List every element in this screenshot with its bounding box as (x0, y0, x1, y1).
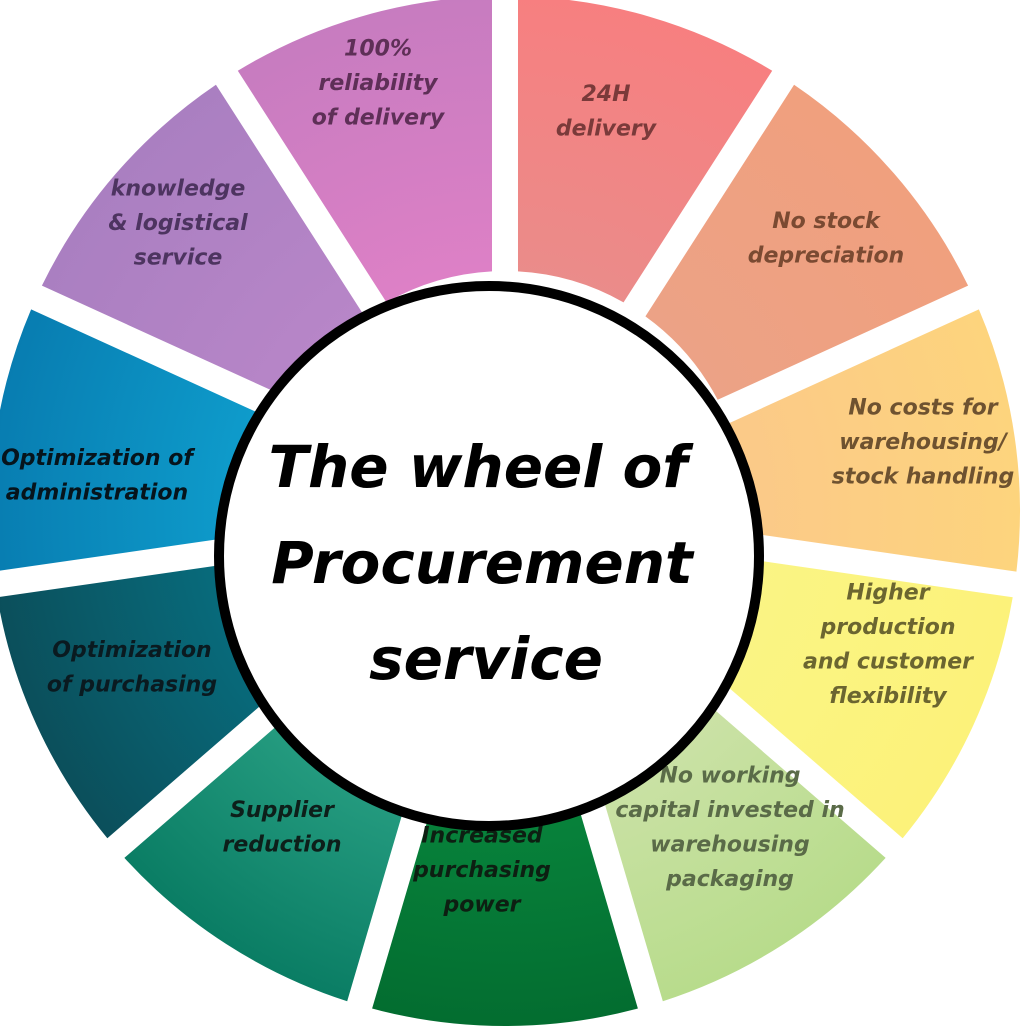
segment-label-no-costs-warehousing-line-2: warehousing/ (839, 430, 1008, 455)
segment-label-no-working-capital-line-3: warehousing (650, 832, 809, 857)
segment-label-supplier-reduction-line-2: reduction (222, 832, 341, 857)
segment-label-optimization-administration-line-2: administration (6, 480, 188, 505)
segment-label-optimization-purchasing-line-2: of purchasing (47, 672, 217, 697)
segment-label-reliability-delivery-line-2: reliability (319, 71, 440, 96)
segment-label-supplier-reduction-line-1: Supplier (230, 798, 335, 823)
segment-shape-reliability-delivery (237, 0, 493, 303)
segment-no-costs-warehousing: No costs for warehousing/stock handling (728, 309, 1021, 572)
segment-label-higher-production-flexibility-line-4: flexibility (829, 684, 948, 709)
segment-label-optimization-purchasing-line-1: Optimization (52, 638, 211, 663)
segment-label-knowledge-logistical-service-line-2: & logistical (108, 211, 248, 236)
segment-shape-24h-delivery (517, 0, 773, 303)
segment-label-reliability-delivery-line-3: of delivery (312, 106, 446, 131)
center-circle (214, 281, 764, 831)
segment-label-24h-delivery-line-1: 24H (581, 82, 630, 107)
segment-label-no-stock-depreciation-line-2: depreciation (748, 243, 904, 268)
segment-label-higher-production-flexibility-line-1: Higher (846, 580, 930, 605)
center-title-line-3: service (369, 625, 603, 693)
segment-label-24h-delivery-line-2: delivery (556, 116, 658, 141)
segment-label-optimization-administration-line-1: Optimization of (1, 446, 195, 471)
segment-optimization-administration: Optimization of administration (0, 309, 282, 571)
segment-shape-knowledge-logistical-service (41, 84, 365, 400)
segment-shape-no-costs-warehousing (728, 309, 1021, 572)
segment-label-no-costs-warehousing-line-3: stock handling (832, 465, 1014, 490)
segment-label-no-costs-warehousing-line-1: No costs for (848, 396, 998, 421)
segment-label-no-stock-depreciation-line-1: No stock (772, 209, 881, 234)
segment-label-reliability-delivery-line-1: 100% (344, 37, 412, 62)
segment-label-knowledge-logistical-service-line-1: knowledge (111, 177, 246, 202)
segment-shape-optimization-administration (0, 309, 282, 571)
segment-label-no-working-capital-line-4: packaging (665, 867, 794, 892)
segment-shape-no-stock-depreciation (645, 84, 969, 400)
segment-label-knowledge-logistical-service-line-3: service (134, 246, 223, 271)
segment-reliability-delivery: 100% reliability of delivery (237, 0, 493, 303)
segment-24h-delivery: 24H delivery (517, 0, 773, 303)
center-title-line-2: Procurement (271, 529, 695, 597)
segment-label-no-working-capital-line-2: capital invested in (615, 798, 844, 823)
segment-no-stock-depreciation: No stock depreciation (645, 84, 969, 400)
center-title-line-1: The wheel of (268, 433, 694, 501)
center-title: The wheel of Procurement service (268, 433, 695, 693)
segment-higher-production-flexibility: Higher production and customer flexibility (694, 558, 1013, 839)
segment-label-increased-purchasing-power-line-3: power (443, 893, 522, 918)
segment-shape-higher-production-flexibility (694, 558, 1013, 839)
segment-knowledge-logistical-service: knowledge & logistical service (41, 84, 365, 400)
segment-label-increased-purchasing-power-line-2: purchasing (412, 858, 551, 883)
segment-label-higher-production-flexibility-line-2: production (820, 615, 956, 640)
segment-label-no-working-capital-line-1: No working (659, 763, 800, 788)
segment-label-higher-production-flexibility-line-3: and customer (803, 649, 974, 674)
